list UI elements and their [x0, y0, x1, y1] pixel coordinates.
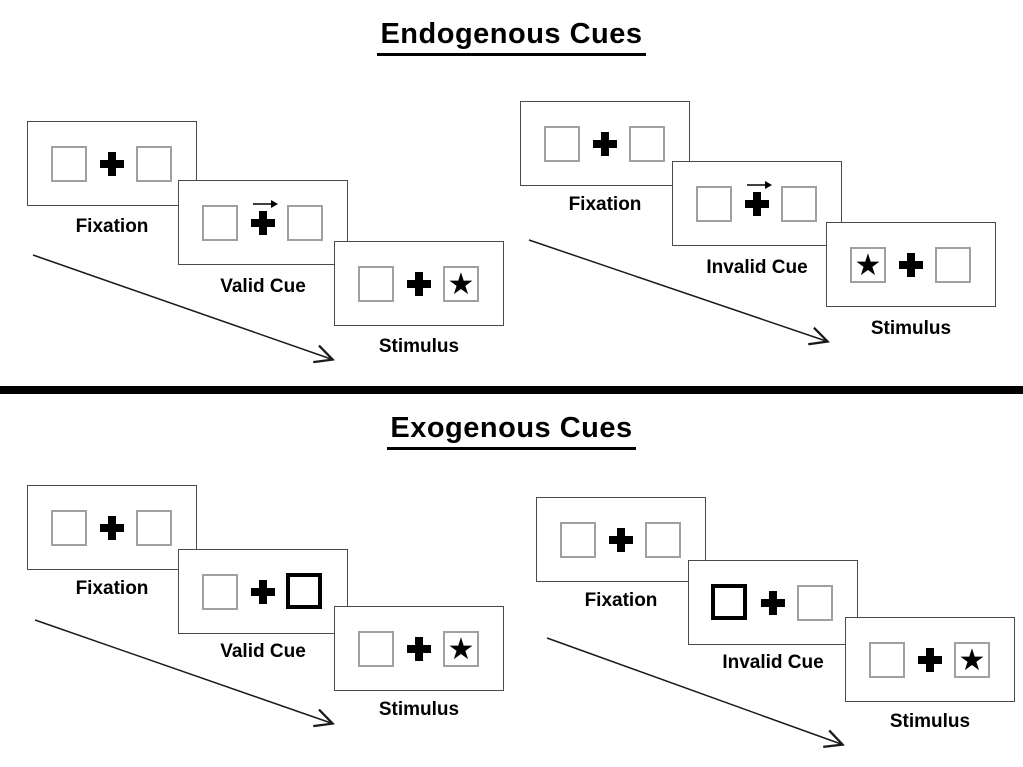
right-box	[797, 585, 833, 621]
exo-invalid-fixation-panel	[536, 497, 706, 582]
right-box-with-star: ★	[954, 642, 990, 678]
endo-valid-cue-panel	[178, 180, 348, 265]
left-box	[869, 642, 905, 678]
right-arrow-icon	[747, 181, 772, 189]
endo-valid-fixation-label: Fixation	[75, 216, 149, 237]
right-box	[935, 247, 971, 283]
fixation-cross-icon	[407, 637, 431, 661]
fixation-cross-icon	[745, 192, 769, 216]
right-box-with-star: ★	[443, 266, 479, 302]
exo-valid-fixation-label: Fixation	[75, 578, 149, 599]
endo-invalid-cue-panel	[672, 161, 842, 246]
endo-valid-fixation-panel	[27, 121, 197, 206]
endo-valid-cue-label: Valid Cue	[220, 276, 306, 297]
fixation-cross-icon	[100, 152, 124, 176]
left-box	[358, 631, 394, 667]
fixation-cross-icon	[918, 648, 942, 672]
right-arrow-icon	[253, 200, 278, 208]
left-box	[202, 205, 238, 241]
fixation-cross-icon	[251, 580, 275, 604]
endo-invalid-fixation-label: Fixation	[568, 194, 642, 215]
star-icon: ★	[958, 643, 986, 678]
left-box	[202, 574, 238, 610]
endogenous-title-text: Endogenous Cues	[377, 18, 646, 56]
star-icon: ★	[447, 632, 475, 667]
exogenous-section-title: Exogenous Cues	[0, 412, 1023, 450]
fixation-cross-icon	[593, 132, 617, 156]
exo-valid-cue-panel	[178, 549, 348, 634]
left-box	[544, 126, 580, 162]
section-divider	[0, 386, 1023, 394]
endo-invalid-fixation-panel	[520, 101, 690, 186]
exo-invalid-fixation-label: Fixation	[584, 590, 658, 611]
endo-valid-timeline-arrow-icon	[32, 254, 345, 370]
endo-invalid-cue-label: Invalid Cue	[706, 257, 808, 278]
right-box	[781, 186, 817, 222]
star-icon: ★	[854, 248, 882, 283]
endo-invalid-stimulus-panel: ★	[826, 222, 996, 307]
exo-invalid-stimulus-panel: ★	[845, 617, 1015, 702]
fixation-cross-icon	[761, 591, 785, 615]
endogenous-section-title: Endogenous Cues	[0, 18, 1023, 56]
exo-invalid-cue-panel	[688, 560, 858, 645]
right-box	[629, 126, 665, 162]
endo-valid-stimulus-panel: ★	[334, 241, 504, 326]
exo-valid-stimulus-panel: ★	[334, 606, 504, 691]
star-icon: ★	[447, 267, 475, 302]
exogenous-title-text: Exogenous Cues	[387, 412, 636, 450]
left-box	[696, 186, 732, 222]
exo-invalid-cue-label: Invalid Cue	[722, 652, 824, 673]
left-box-with-star: ★	[850, 247, 886, 283]
exo-valid-stimulus-label: Stimulus	[378, 699, 460, 720]
right-box	[136, 146, 172, 182]
exo-valid-fixation-panel	[27, 485, 197, 570]
endo-invalid-timeline-arrow-icon	[528, 239, 841, 352]
left-box	[358, 266, 394, 302]
left-box	[560, 522, 596, 558]
fixation-cross-icon	[609, 528, 633, 552]
fixation-cross-icon	[407, 272, 431, 296]
fixation-cross-icon	[251, 211, 275, 235]
exo-invalid-stimulus-label: Stimulus	[889, 711, 971, 732]
left-box	[51, 510, 87, 546]
fixation-cross-icon	[100, 516, 124, 540]
right-box-with-star: ★	[443, 631, 479, 667]
right-box	[645, 522, 681, 558]
fixation-cross-icon	[899, 253, 923, 277]
left-box-highlighted-cue	[711, 584, 747, 620]
endo-invalid-stimulus-label: Stimulus	[870, 318, 952, 339]
right-box-highlighted-cue	[286, 573, 322, 609]
right-box	[287, 205, 323, 241]
exo-invalid-timeline-arrow-icon	[546, 637, 859, 756]
endo-valid-stimulus-label: Stimulus	[378, 336, 460, 357]
right-box	[136, 510, 172, 546]
left-box	[51, 146, 87, 182]
exo-valid-cue-label: Valid Cue	[220, 641, 306, 662]
exo-valid-timeline-arrow-icon	[34, 619, 347, 735]
